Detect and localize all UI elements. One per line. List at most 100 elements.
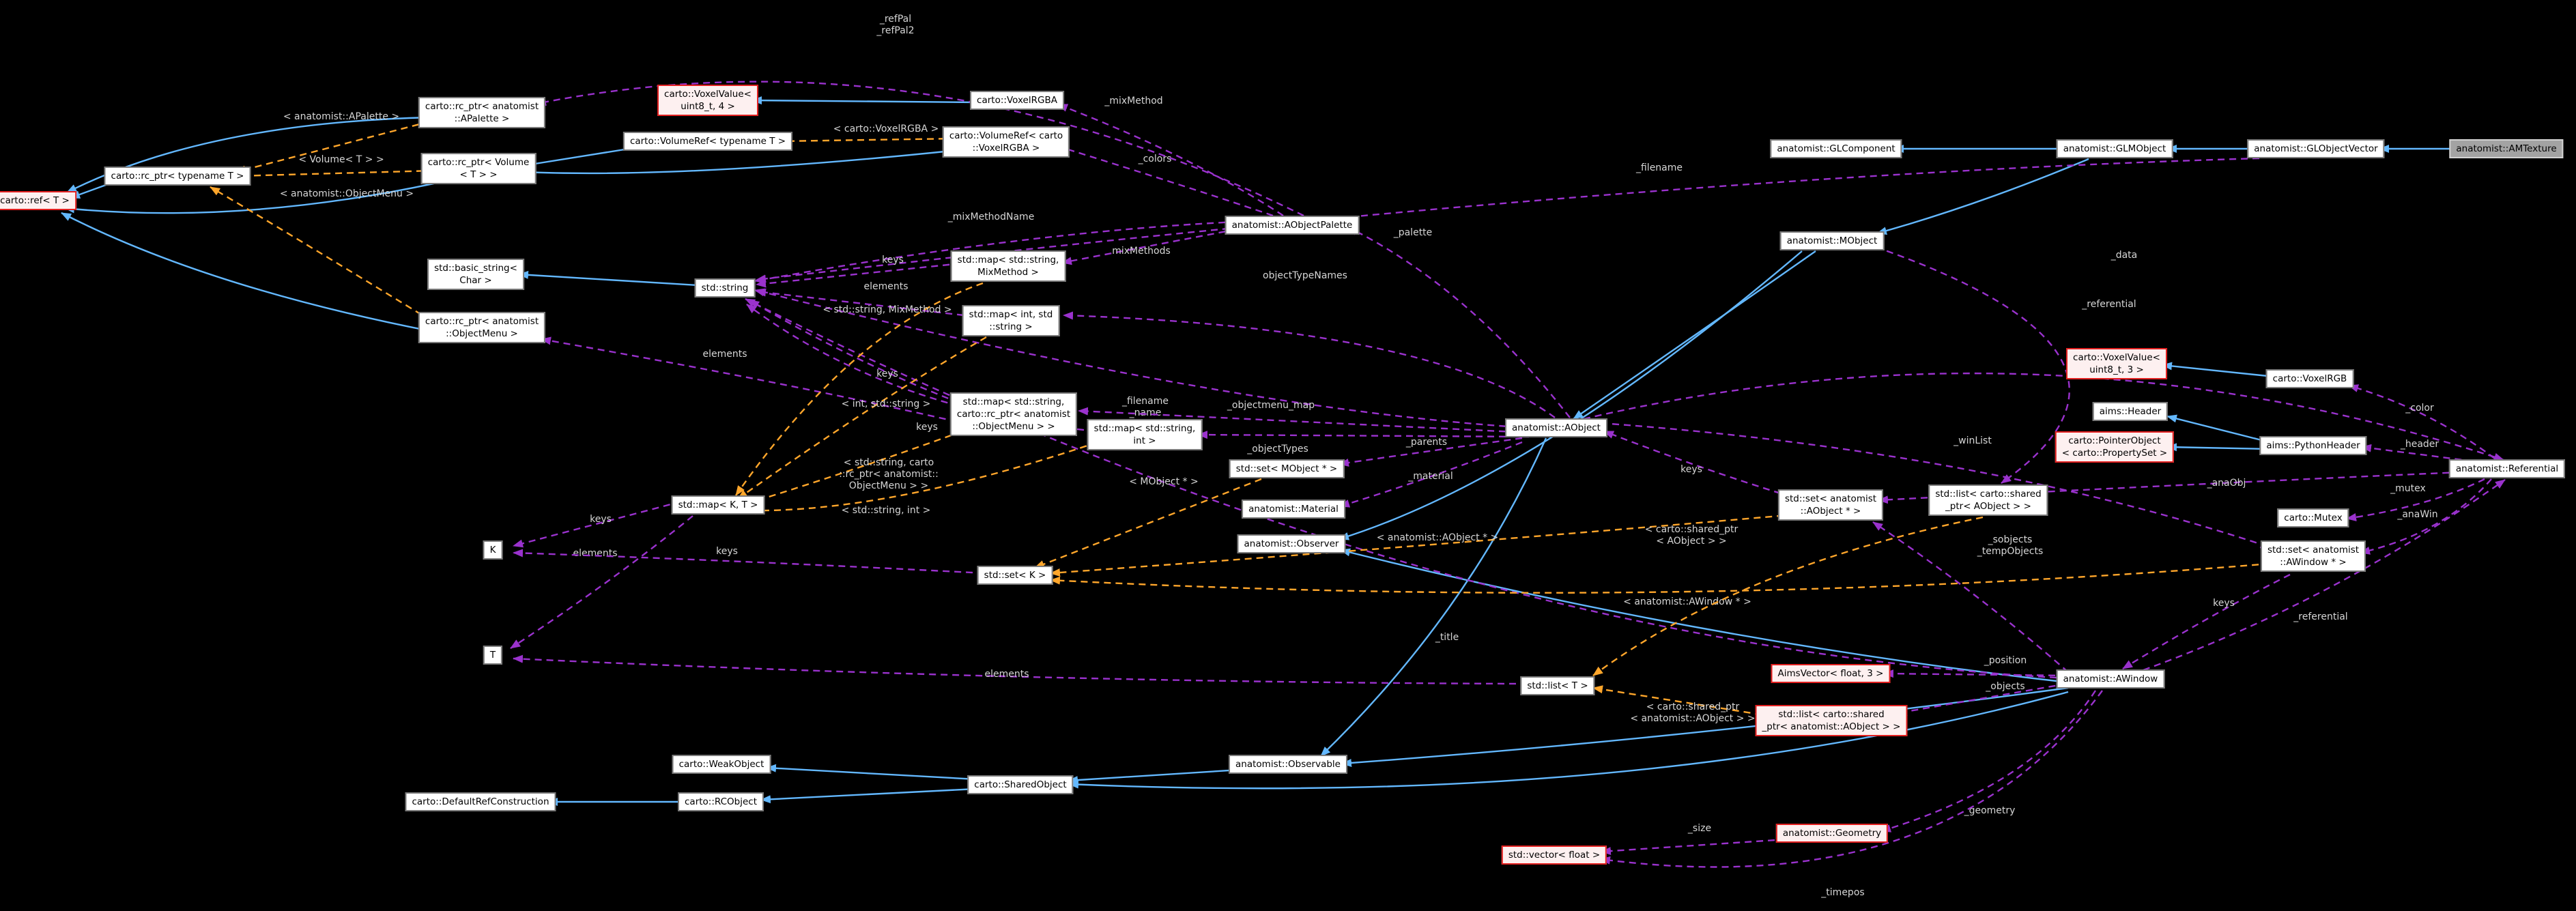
edge-template bbox=[735, 282, 984, 496]
node-material[interactable]: anatomist::Material bbox=[1242, 500, 1345, 519]
edge-member bbox=[2143, 479, 2506, 671]
node-volumeref-voxelrgba[interactable]: carto::VolumeRef< carto::VoxelRGBA > bbox=[942, 126, 1070, 158]
node-map-string-mixmethod[interactable]: std::map< std::string,MixMethod > bbox=[950, 250, 1066, 282]
node-glcomponent[interactable]: anatomist::GLComponent bbox=[1770, 139, 1902, 158]
node-list-sharedptr-aobject[interactable]: std::list< carto::shared_ptr< AObject > … bbox=[1928, 485, 2048, 516]
node-map-string-int[interactable]: std::map< std::string,int > bbox=[1087, 419, 1203, 450]
node-t[interactable]: T bbox=[483, 646, 503, 665]
node-glmobject[interactable]: anatomist::GLMObject bbox=[2056, 139, 2173, 158]
node-label: int > bbox=[1133, 435, 1156, 446]
node-label: std::list< carto::shared bbox=[1935, 489, 2042, 500]
node-voxelvalue-uint8-4[interactable]: carto::VoxelValue<uint8_t, 4 > bbox=[657, 85, 758, 116]
node-rcobject[interactable]: carto::RCObject bbox=[678, 792, 764, 811]
node-python-header[interactable]: aims::PythonHeader bbox=[2259, 436, 2367, 455]
edge-label: _geometry bbox=[1964, 805, 2016, 816]
node-observable[interactable]: anatomist::Observable bbox=[1229, 755, 1347, 774]
node-label: carto::WeakObject bbox=[678, 759, 764, 770]
edge-inherit bbox=[2166, 414, 2270, 444]
edge-member bbox=[1872, 521, 2069, 673]
edge-inherit bbox=[1320, 437, 1547, 757]
edge-member bbox=[1583, 372, 2504, 461]
node-awindow[interactable]: anatomist::AWindow bbox=[2056, 669, 2165, 689]
node-label: carto::rc_ptr< typename T > bbox=[111, 171, 244, 182]
node-volumeref-t[interactable]: carto::VolumeRef< typename T > bbox=[622, 132, 793, 151]
edge-label: keys bbox=[916, 422, 938, 433]
node-label: anatomist::Referential bbox=[2455, 463, 2559, 474]
node-defaultrefconstruction[interactable]: carto::DefaultRefConstruction bbox=[405, 792, 556, 811]
edge-inherit bbox=[766, 764, 977, 781]
edge-label: _mixMethodName bbox=[947, 212, 1035, 222]
edge-label: keys bbox=[2213, 598, 2235, 609]
node-label: anatomist::GLComponent bbox=[1777, 143, 1895, 154]
node-rcptr-t[interactable]: carto::rc_ptr< typename T > bbox=[104, 167, 251, 186]
node-mutex[interactable]: carto::Mutex bbox=[2277, 508, 2349, 527]
node-observer[interactable]: anatomist::Observer bbox=[1237, 534, 1346, 553]
node-set-k[interactable]: std::set< K > bbox=[977, 566, 1053, 585]
node-weakobject[interactable]: carto::WeakObject bbox=[672, 755, 771, 774]
edge-label: _filename bbox=[1635, 162, 1683, 173]
node-label: anatomist::GLObjectVector bbox=[2254, 143, 2378, 154]
node-mobject[interactable]: anatomist::MObject bbox=[1779, 231, 1885, 250]
edge-label: < std::string, carto::rc_ptr< anatomist:… bbox=[839, 457, 939, 491]
edge-label: < carto::VoxelRGBA > bbox=[833, 124, 939, 134]
node-rcptr-volume[interactable]: carto::rc_ptr< Volume< T > > bbox=[420, 153, 536, 184]
edge-member bbox=[745, 298, 2069, 680]
node-aobjectpalette[interactable]: anatomist::AObjectPalette bbox=[1225, 216, 1360, 235]
node-globjectvector[interactable]: anatomist::GLObjectVector bbox=[2247, 139, 2385, 158]
node-label: carto::SharedObject bbox=[974, 779, 1067, 790]
node-aims-header[interactable]: aims::Header bbox=[2092, 402, 2169, 421]
edge-member bbox=[1601, 838, 1787, 856]
node-label: carto::rc_ptr< anatomist bbox=[956, 409, 1071, 420]
edge-member bbox=[2360, 478, 2492, 555]
edge-inherit bbox=[1573, 250, 1816, 420]
node-label: std::set< anatomist bbox=[2267, 545, 2360, 555]
node-label: MixMethod > bbox=[977, 267, 1039, 278]
edge-template bbox=[778, 136, 958, 145]
node-label: std::string bbox=[701, 283, 749, 293]
node-label: ::ObjectMenu > > bbox=[972, 421, 1055, 432]
node-vector-float[interactable]: std::vector< float > bbox=[1501, 845, 1607, 865]
node-voxelrgb[interactable]: carto::VoxelRGB bbox=[2265, 369, 2354, 388]
node-voxelvalue-uint8-3[interactable]: carto::VoxelValue<uint8_t, 3 > bbox=[2066, 348, 2167, 379]
edge-label: < anatomist::AObject * > bbox=[1377, 532, 1499, 543]
node-map-k-t[interactable]: std::map< K, T > bbox=[671, 495, 765, 515]
node-aimsvector-float-3[interactable]: AimsVector< float, 3 > bbox=[1771, 664, 1891, 683]
edge-label: keys bbox=[590, 514, 612, 525]
edge-label: _anaObj bbox=[2207, 478, 2246, 489]
node-ref-t[interactable]: carto::ref< T > bbox=[0, 191, 76, 210]
edge-member bbox=[1883, 669, 2067, 678]
node-pointerobject-propertyset[interactable]: carto::PointerObject< carto::PropertySet… bbox=[2055, 431, 2175, 463]
node-aobject[interactable]: anatomist::AObject bbox=[1505, 418, 1607, 437]
node-map-string-rcptr-objectmenu[interactable]: std::map< std::string,carto::rc_ptr< ana… bbox=[949, 392, 1078, 436]
node-sharedobject[interactable]: carto::SharedObject bbox=[967, 775, 1074, 794]
edge-label: objectTypeNames bbox=[1263, 270, 1347, 281]
node-label: anatomist::AWindow bbox=[2063, 674, 2158, 684]
node-list-t[interactable]: std::list< T > bbox=[1520, 676, 1595, 695]
edge-inherit bbox=[1876, 158, 2089, 235]
node-std-string[interactable]: std::string bbox=[694, 278, 756, 298]
node-set-mobject[interactable]: std::set< MObject * > bbox=[1229, 459, 1345, 478]
edge-template bbox=[745, 441, 1098, 515]
node-rcptr-apalette[interactable]: carto::rc_ptr< anatomist::APalette > bbox=[418, 97, 546, 128]
node-list-sharedptr-anatomist-aobject[interactable]: std::list< carto::shared_ptr< anatomist:… bbox=[1755, 705, 1908, 736]
node-set-awindow-ptr[interactable]: std::set< anatomist::AWindow * > bbox=[2260, 540, 2366, 572]
edge-template bbox=[1050, 562, 2271, 594]
node-label: carto::PointerObject bbox=[2068, 435, 2161, 446]
node-label: K bbox=[489, 545, 496, 555]
node-map-int-string[interactable]: std::map< int, std::string > bbox=[962, 305, 1060, 336]
node-referential[interactable]: anatomist::Referential bbox=[2448, 459, 2566, 478]
edge-member bbox=[513, 549, 985, 575]
edge-member bbox=[1059, 145, 1274, 217]
node-set-aobject-ptr[interactable]: std::set< anatomist::AObject * > bbox=[1777, 489, 1884, 521]
node-basic-string[interactable]: std::basic_string<Char > bbox=[427, 259, 524, 290]
node-geometry[interactable]: anatomist::Geometry bbox=[1775, 824, 1889, 843]
node-amtexture[interactable]: anatomist::AMTexture bbox=[2449, 139, 2564, 158]
node-rcptr-objectmenu[interactable]: carto::rc_ptr< anatomist::ObjectMenu > bbox=[418, 312, 546, 343]
node-k[interactable]: K bbox=[483, 540, 503, 560]
node-label: _ptr< AObject > > bbox=[1945, 501, 2031, 512]
edge-label: < std::string, MixMethod > bbox=[822, 304, 951, 315]
node-voxelrgba[interactable]: carto::VoxelRGBA bbox=[970, 91, 1064, 110]
edge-label: elements bbox=[984, 669, 1029, 680]
edge-label: < std::string, int > bbox=[842, 505, 931, 516]
node-label: Char > bbox=[459, 275, 492, 286]
